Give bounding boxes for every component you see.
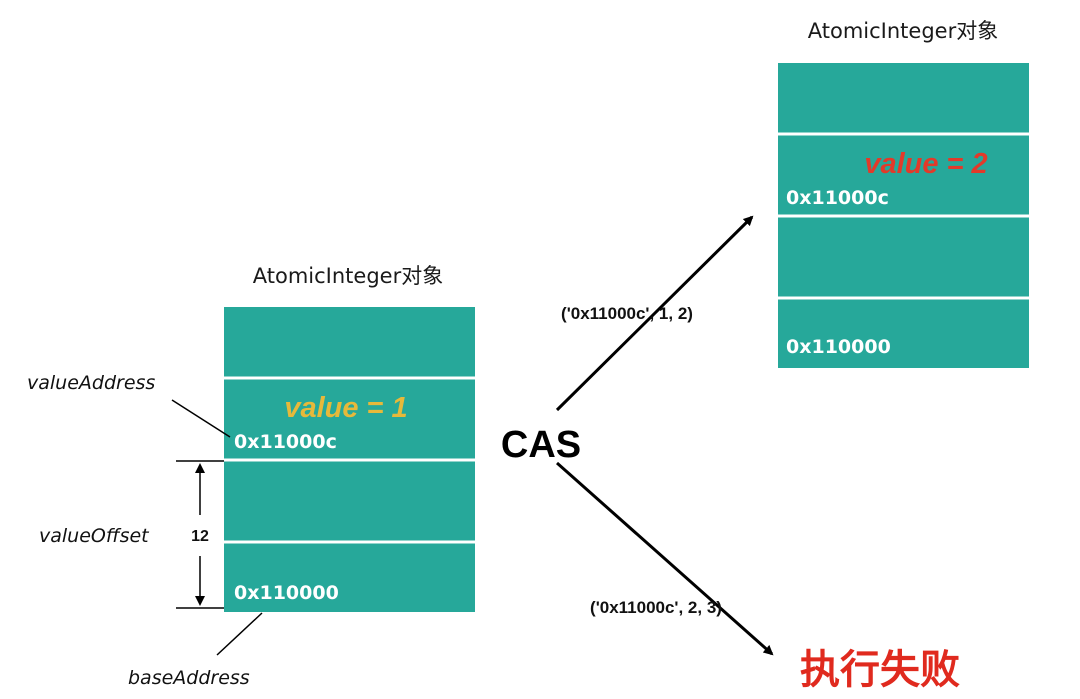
success-args: ('0x11000c', 1, 2) <box>561 304 693 323</box>
offset-number: 12 <box>191 528 209 545</box>
left-annotations: valueAddress 12 valueOffset baseAddress <box>27 372 263 689</box>
left-object-title: AtomicInteger对象 <box>253 264 443 288</box>
right-base-address: 0x110000 <box>786 336 891 358</box>
cas-label: CAS <box>501 424 581 466</box>
fail-arrow <box>556 461 774 656</box>
success-arrow <box>555 215 754 412</box>
value-address-label: valueAddress <box>27 372 155 394</box>
base-address-pointer <box>216 612 263 656</box>
base-address-label: baseAddress <box>128 667 250 689</box>
left-base-address: 0x110000 <box>234 582 339 604</box>
left-atomic-object: AtomicInteger对象 value = 1 0x11000c 0x110… <box>224 264 475 612</box>
fail-args: ('0x11000c', 2, 3) <box>590 598 722 617</box>
value-offset-label: valueOffset <box>39 525 150 547</box>
value-address-pointer <box>171 399 231 438</box>
left-value-address: 0x11000c <box>234 431 337 453</box>
right-value-address: 0x11000c <box>786 187 889 209</box>
right-atomic-object: AtomicInteger对象 value = 2 0x11000c 0x110… <box>778 19 1029 368</box>
fail-result: 执行失败 <box>800 647 960 693</box>
cas-operation: CAS ('0x11000c', 1, 2) ('0x11000c', 2, 3… <box>501 215 960 693</box>
right-value-label: value = 2 <box>864 148 987 180</box>
left-value-label: value = 1 <box>284 392 407 424</box>
right-object-title: AtomicInteger对象 <box>808 19 998 43</box>
